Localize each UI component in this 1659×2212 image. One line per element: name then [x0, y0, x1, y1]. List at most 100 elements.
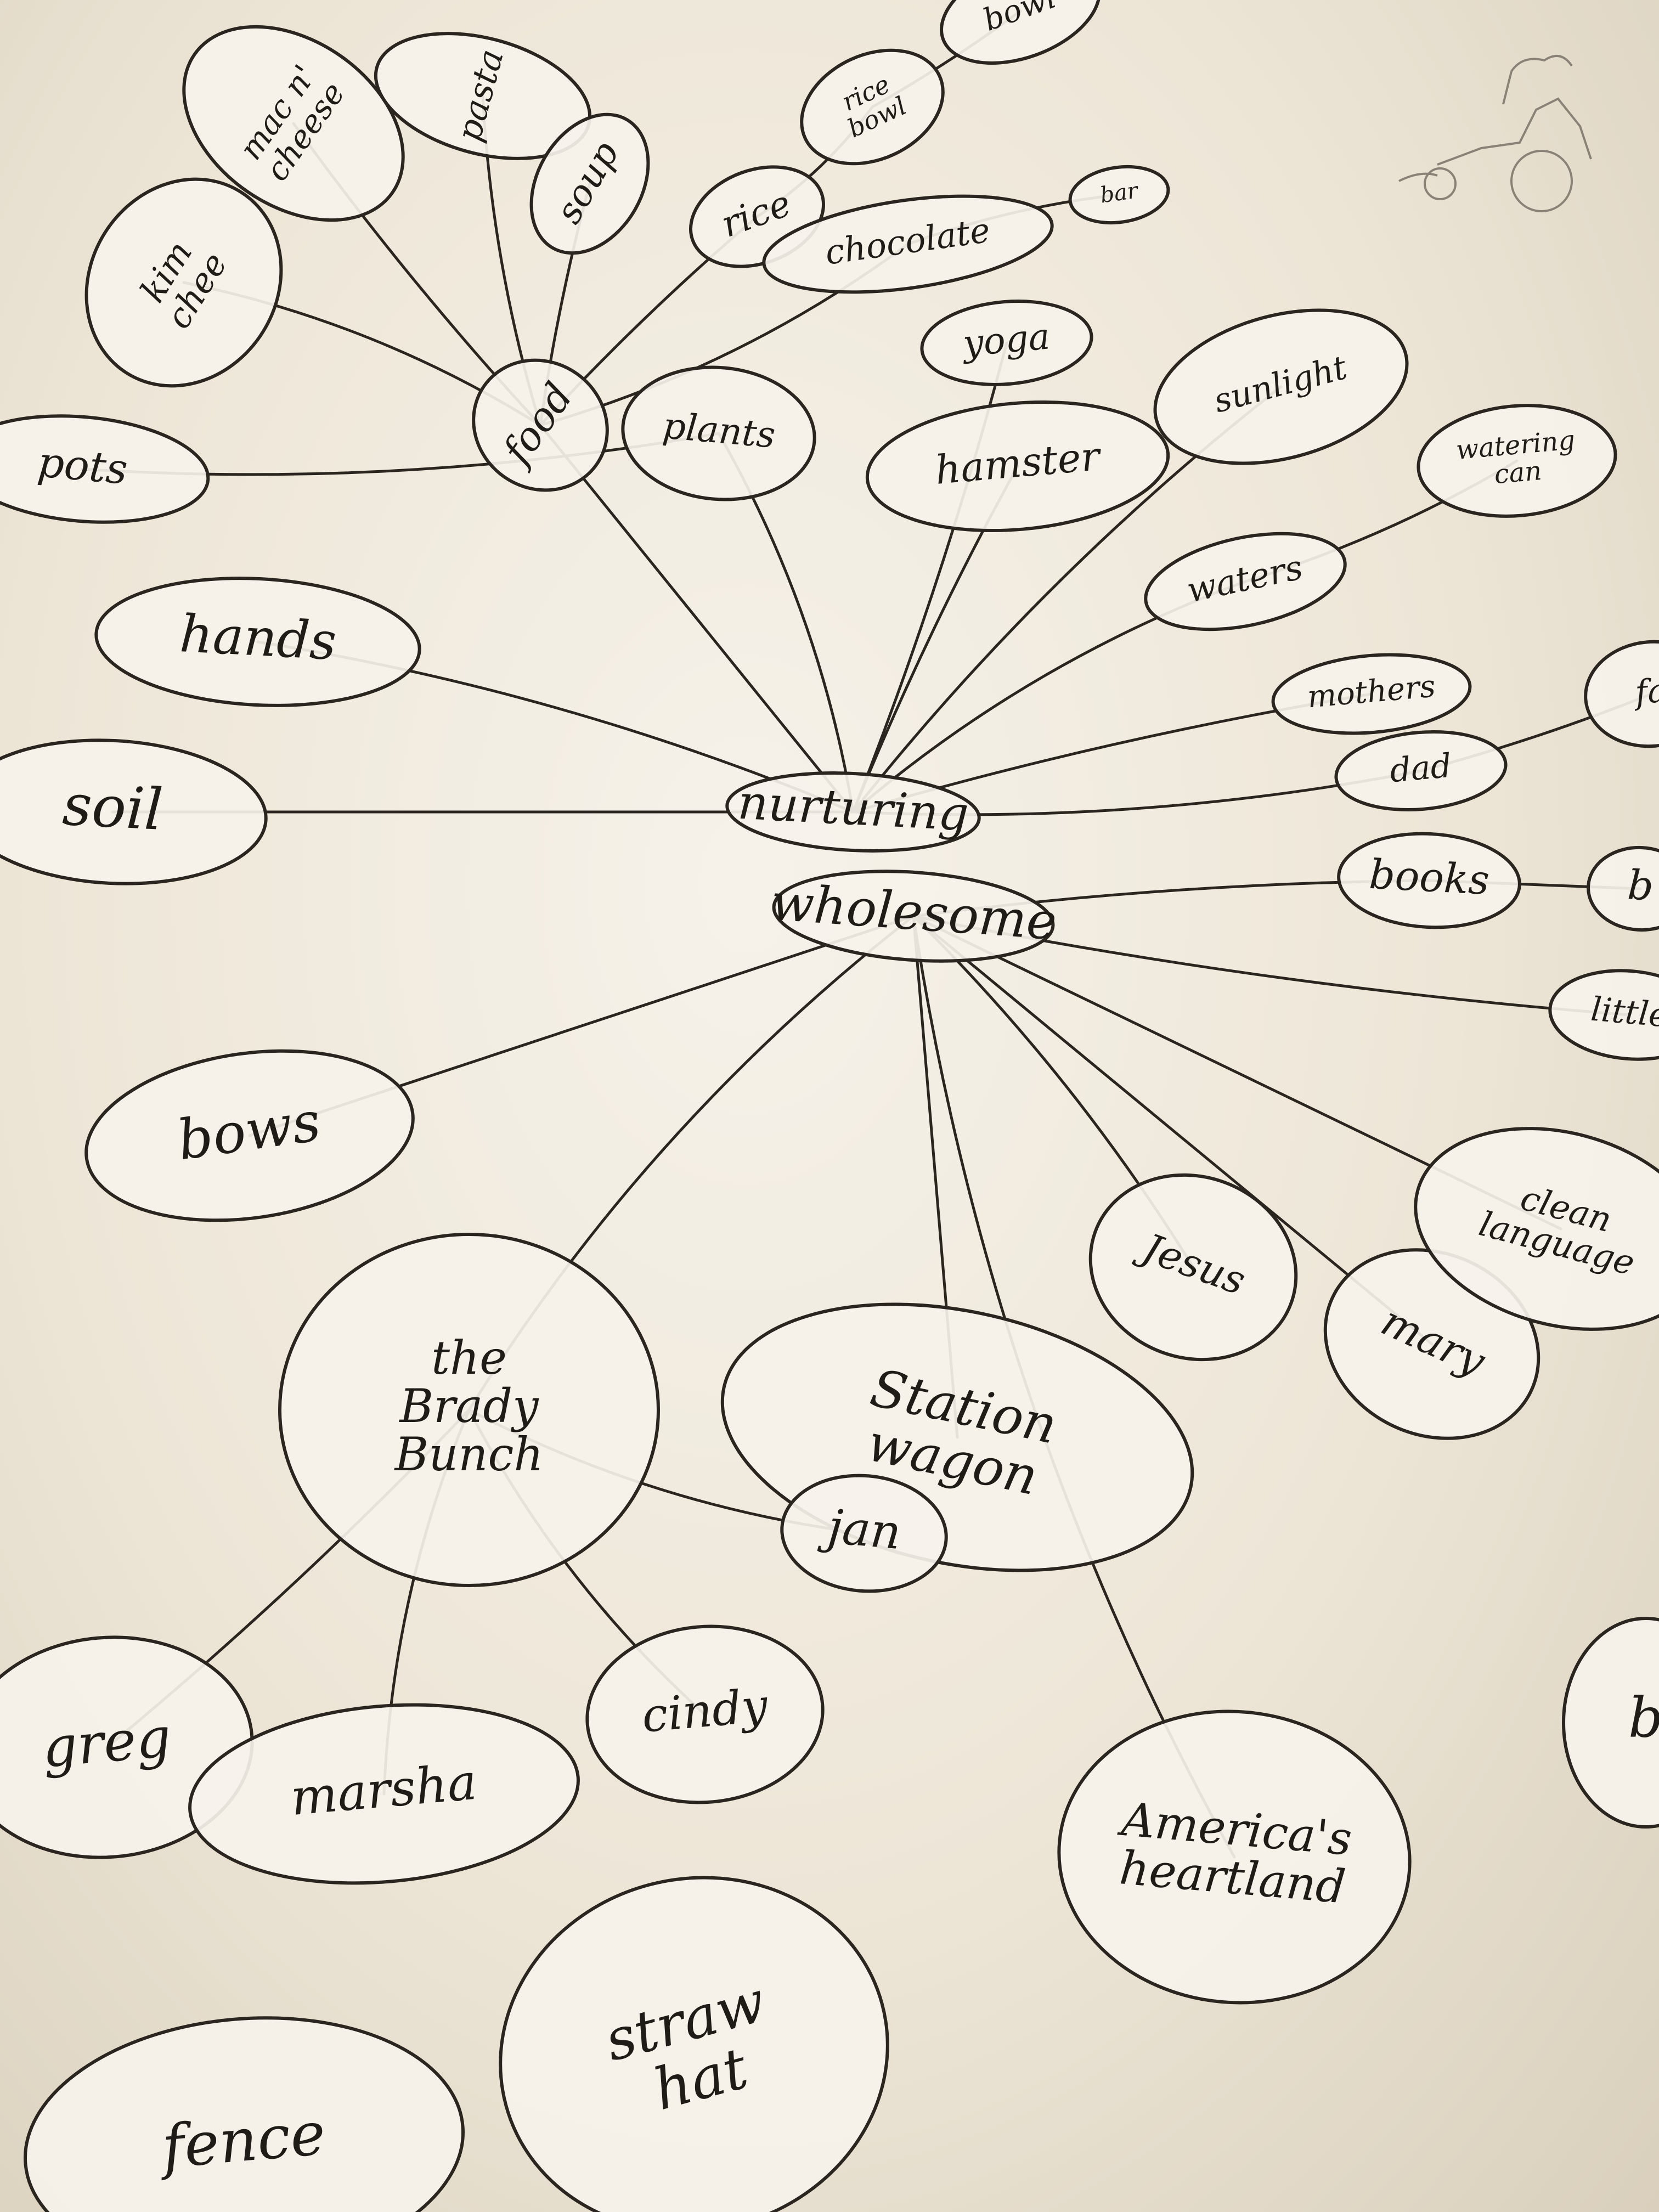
bubble-bows: bows: [84, 1049, 415, 1222]
bubble-chocolate: chocolate: [762, 194, 1054, 294]
bubble-nurturing: nurturing: [725, 771, 981, 853]
bubble-outline-jesus: [1088, 1173, 1298, 1362]
bubble-outline-food: [472, 358, 609, 492]
bubble-outline-marsha: [188, 1703, 580, 1885]
bubble-outline-macncheese: [182, 25, 405, 222]
bubble-outline-cleanlanguage: [1414, 1127, 1659, 1331]
bubble-outline-kimchee: [84, 177, 283, 388]
bubble-outline-bowl: [940, 0, 1101, 65]
bubble-outline-jan: [780, 1474, 948, 1593]
bubble-outline-plants: [621, 365, 816, 501]
label-b2: b: [1628, 1686, 1659, 1750]
bubble-outline-bradybunch: [278, 1233, 660, 1587]
bubble-fence: fence: [24, 2016, 465, 2212]
tractor-sketch: [1398, 55, 1592, 212]
label-bradybunch: Brady: [398, 1379, 539, 1433]
label-books: books: [1368, 851, 1491, 904]
bubble-sunlight: sunlight: [1153, 308, 1409, 465]
bubble-outline-b: [1587, 845, 1659, 932]
bubble-outline-strawhat: [499, 1876, 889, 2212]
label-plants: plants: [661, 404, 777, 456]
bubble-marsha: marsha: [188, 1703, 580, 1885]
label-fa: fa: [1632, 671, 1659, 712]
bubble-outline-dad: [1334, 730, 1508, 812]
bubble-pots: pots: [0, 414, 210, 524]
label-fence: fence: [156, 2100, 329, 2182]
bubble-little: little: [1548, 969, 1659, 1061]
bubble-outline-nurturing: [725, 771, 981, 853]
bubble-cindy: cindy: [585, 1624, 825, 1804]
bubble-outline-greg: [0, 1635, 254, 1859]
bubble-food: food: [472, 358, 609, 492]
label-yoga: yoga: [960, 315, 1052, 365]
label-pots: pots: [36, 437, 129, 494]
label-hands: hands: [178, 604, 338, 672]
bubble-outline-sunlight: [1153, 308, 1409, 465]
bubble-macncheese: mac n'cheese: [182, 25, 405, 222]
label-little: little: [1589, 990, 1659, 1035]
bubble-outline-books: [1337, 832, 1521, 929]
bubble-soup: soup: [529, 112, 650, 255]
bubble-outline-wateringcan: [1417, 404, 1617, 518]
bubble-outline-fa: [1584, 640, 1659, 748]
label-soil: soil: [61, 771, 165, 843]
bubble-outline-b2: [1562, 1617, 1659, 1829]
bubble-outline-yoga: [920, 300, 1093, 386]
bubble-outline-americasheartland: [1057, 1709, 1412, 2005]
label-wateringcan: can: [1493, 455, 1543, 490]
bubble-plants: plants: [621, 365, 816, 501]
bubble-outline-bar: [1068, 165, 1170, 225]
bubble-outline-soup: [529, 112, 650, 255]
bubble-wholesome: wholesome: [769, 870, 1058, 963]
label-b: b: [1626, 861, 1655, 910]
bubble-outline-wholesome: [772, 870, 1055, 963]
label-greg: greg: [40, 1705, 173, 1780]
bubble-mothers: mothers: [1271, 653, 1472, 735]
bubble-outline-hamster: [865, 400, 1170, 533]
bubble-b: b: [1587, 845, 1659, 932]
label-nurturing: nurturing: [737, 775, 970, 842]
bubble-yoga: yoga: [920, 300, 1093, 386]
bubble-outline-cindy: [585, 1624, 825, 1804]
bubble-hamster: hamster: [865, 400, 1170, 533]
bubble-bowl: bowl: [940, 0, 1101, 65]
bubble-outline-chocolate: [762, 194, 1054, 294]
bubble-outline-soil: [0, 738, 268, 885]
bubble-fa: fa: [1584, 640, 1659, 748]
bubble-outline-ricebowl: [800, 48, 945, 166]
bubble-waters: waters: [1144, 532, 1347, 631]
bubble-hands: hands: [94, 577, 421, 707]
label-dad: dad: [1388, 747, 1453, 791]
bubble-outline-bows: [84, 1049, 415, 1222]
bubble-soil: soil: [0, 738, 268, 885]
bubble-pasta: pasta: [374, 32, 592, 160]
bubble-bar: bar: [1068, 165, 1170, 225]
label-jan: jan: [817, 1499, 903, 1561]
bubble-jan: jan: [780, 1474, 948, 1593]
label-cindy: cindy: [640, 1678, 770, 1743]
bubble-greg: greg: [0, 1635, 254, 1859]
bubble-outline-pots: [0, 414, 210, 524]
link-nurturing-food: [539, 424, 855, 814]
bubble-b2: b: [1562, 1617, 1659, 1829]
bubble-outline-waters: [1144, 532, 1347, 631]
label-bar: bar: [1098, 178, 1141, 208]
bubble-outline-fence: [24, 2016, 465, 2212]
bubble-outline-hands: [94, 577, 421, 707]
bubble-dad: dad: [1334, 730, 1508, 812]
bubble-outline-mothers: [1271, 653, 1472, 735]
bubble-books: books: [1337, 832, 1521, 929]
bubble-jesus: Jesus: [1088, 1173, 1298, 1362]
label-bradybunch: Bunch: [393, 1427, 543, 1481]
label-bradybunch: the: [431, 1331, 507, 1385]
